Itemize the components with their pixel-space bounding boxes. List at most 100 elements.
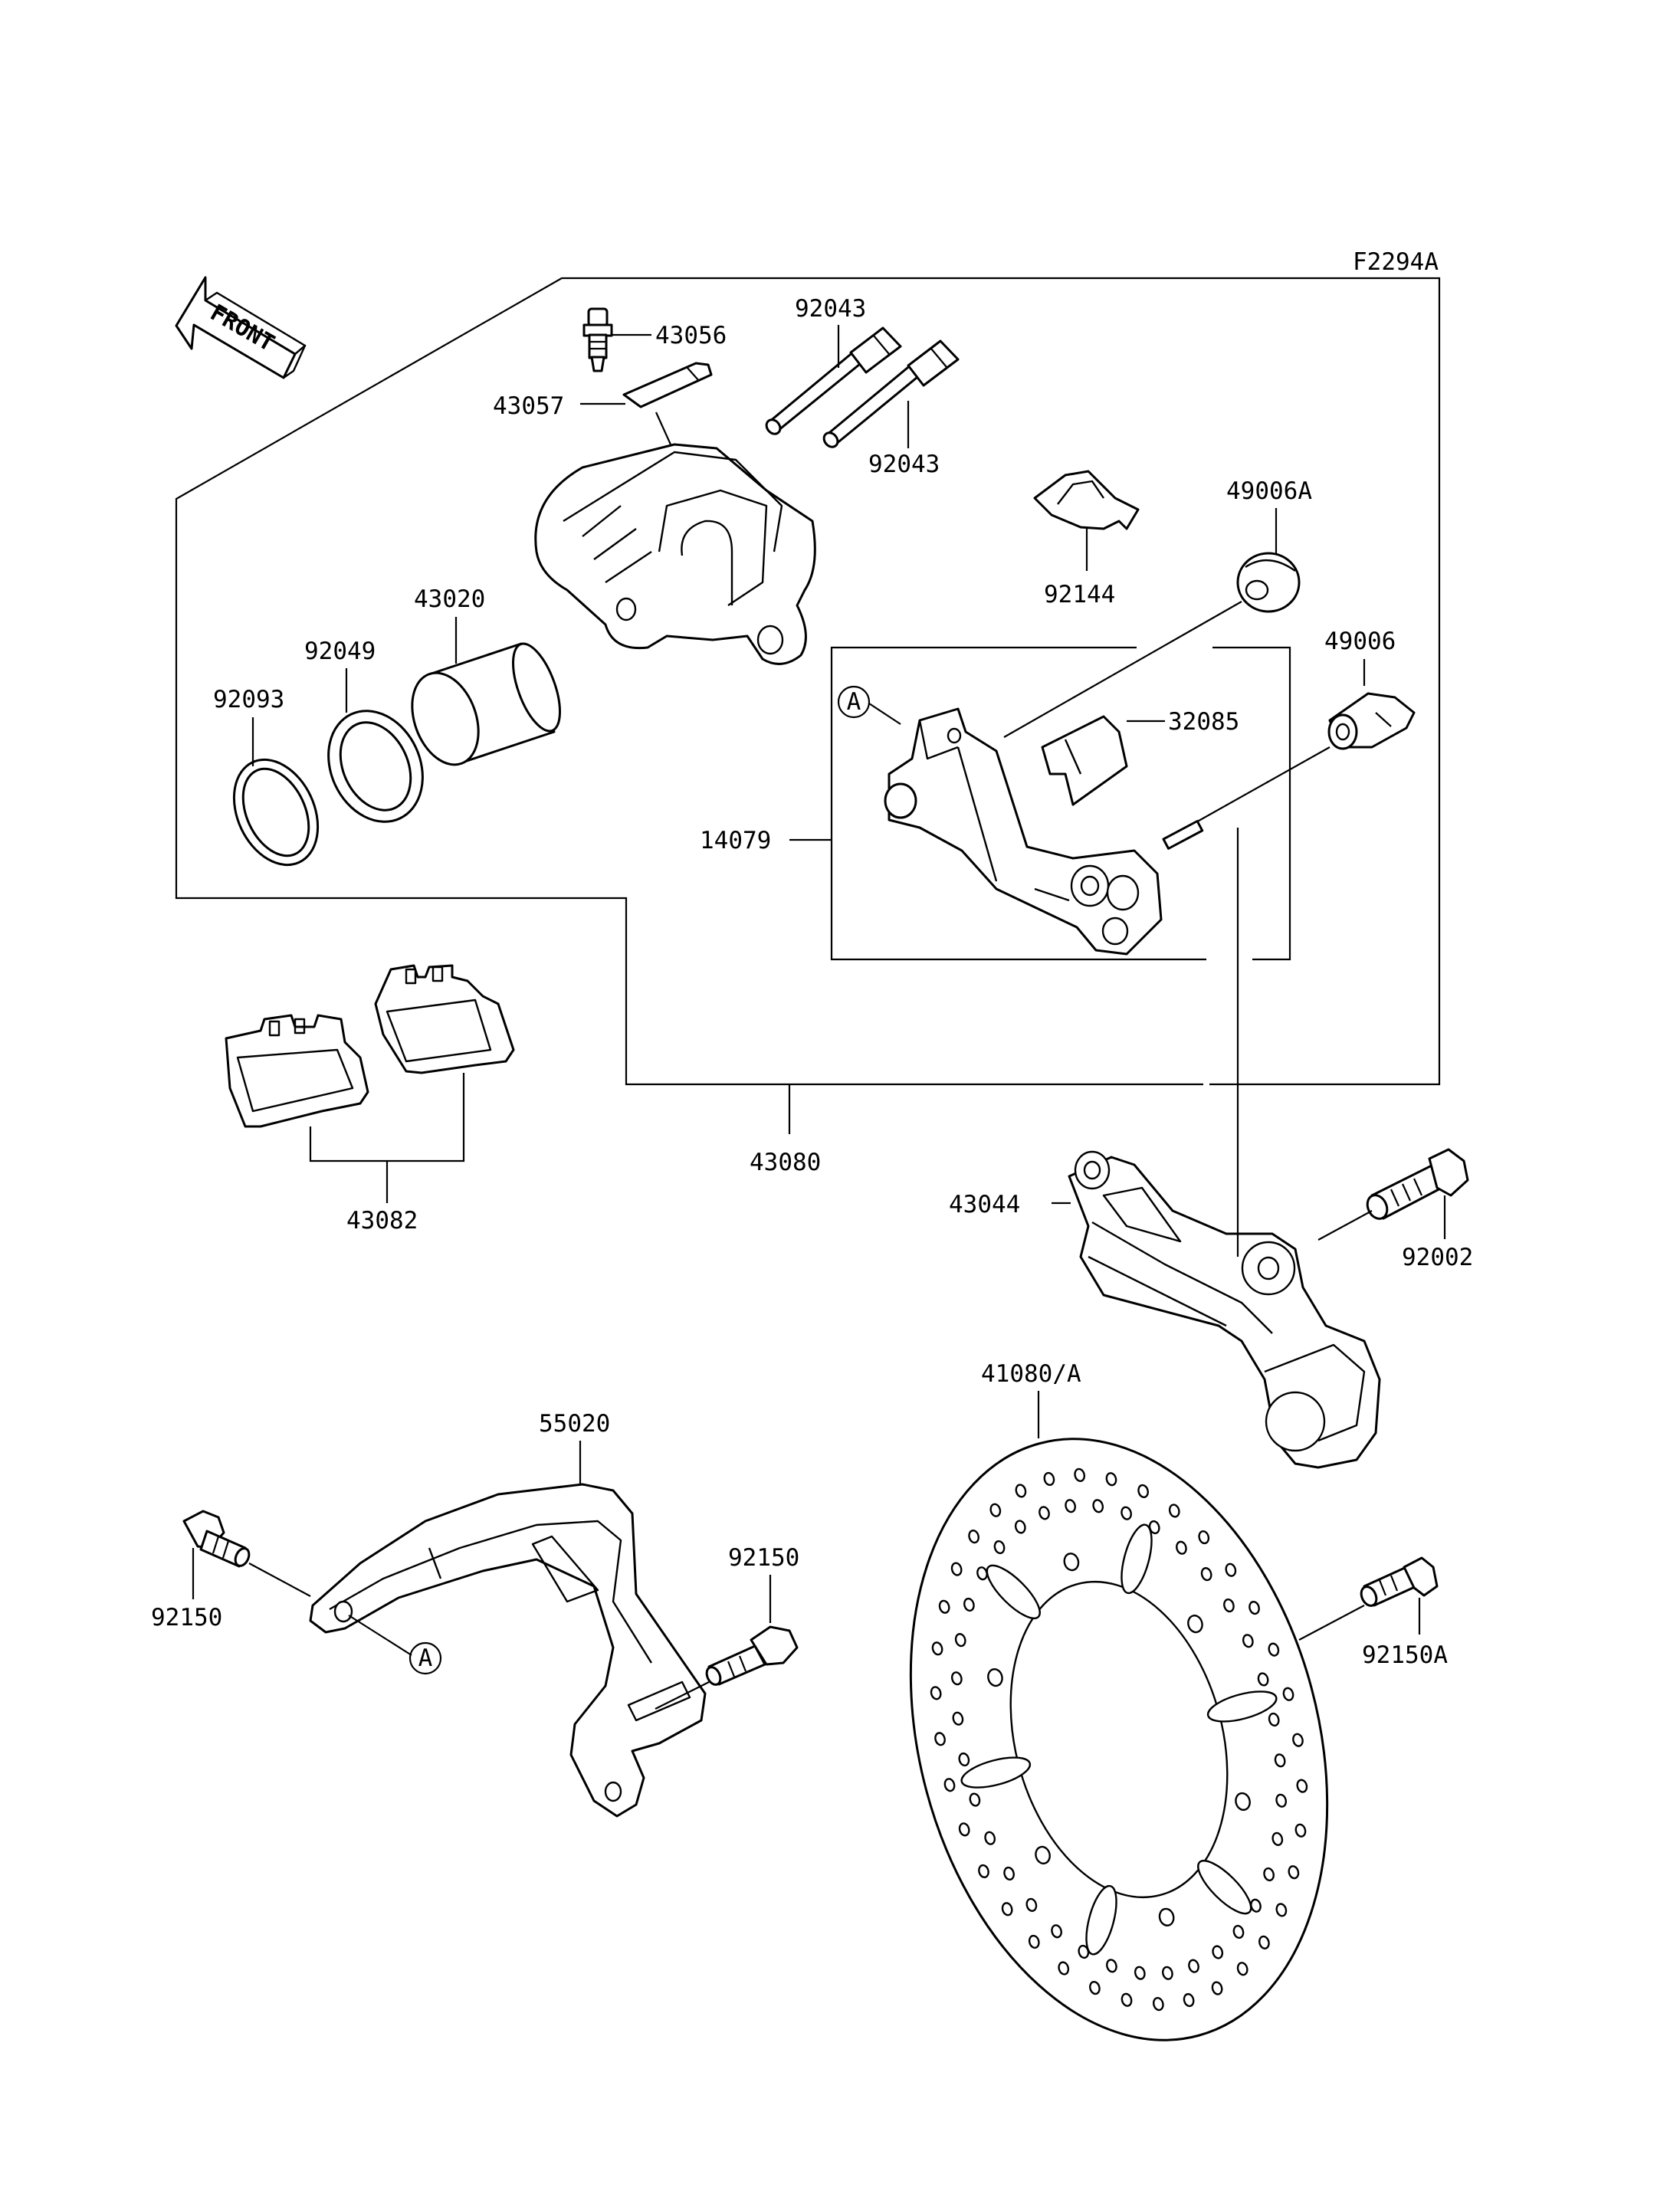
disc-vent-hole — [1168, 1503, 1180, 1518]
bracket-bolt-part — [1366, 1148, 1469, 1220]
disc-vent-hole — [969, 1792, 981, 1807]
disc-lightening-slot — [1121, 1523, 1153, 1595]
disc-vent-hole — [1296, 1779, 1308, 1793]
label-92144: 92144 — [1044, 581, 1115, 608]
disc-vent-hole — [930, 1686, 942, 1700]
caliper-pin-part — [822, 339, 960, 448]
pad-spring-plate-part — [1041, 715, 1128, 806]
disc-vent-hole — [1105, 1472, 1117, 1487]
caliper-holder-part — [884, 707, 1204, 956]
caliper-bracket-part — [1068, 1150, 1381, 1469]
pad-spring-part — [1033, 470, 1140, 530]
disc-vent-hole — [1263, 1867, 1275, 1882]
disc-vent-hole — [1001, 1902, 1013, 1917]
disc-vent-hole — [1282, 1687, 1294, 1701]
bleeder-valve-part — [582, 307, 613, 372]
disc-vent-hole — [1268, 1712, 1280, 1727]
disc-vent-hole — [1275, 1793, 1288, 1808]
disc-vent-hole — [963, 1597, 975, 1612]
disc-vent-hole — [1162, 1966, 1173, 1980]
disc-lightening-slot — [960, 1756, 1032, 1789]
disc-vent-hole — [984, 1831, 996, 1845]
brake-pad-part — [225, 1014, 369, 1128]
disc-vent-hole — [958, 1822, 970, 1837]
disc-vent-hole — [1211, 1981, 1223, 1995]
disc-mount-hole — [1063, 1553, 1080, 1572]
front-arrow-icon: FRONT — [175, 276, 307, 379]
guard-bolt-part — [182, 1510, 251, 1568]
disc-vent-hole — [934, 1732, 946, 1746]
caliper-pin-part — [765, 326, 902, 435]
disc-bolt-part — [1360, 1556, 1439, 1607]
disc-mount-hole — [1035, 1845, 1051, 1864]
disc-vent-hole — [1188, 1959, 1199, 1973]
disc-vent-hole — [950, 1671, 963, 1686]
disc-vent-hole — [1212, 1945, 1224, 1959]
disc-vent-hole — [978, 1864, 989, 1879]
disc-vent-hole — [989, 1503, 1002, 1517]
disc-vent-hole — [1176, 1540, 1187, 1555]
disc-vent-hole — [1028, 1934, 1040, 1949]
disc-vent-hole — [1121, 1506, 1132, 1520]
disc-vent-hole — [1183, 1992, 1195, 2008]
label-43056: 43056 — [655, 322, 727, 349]
piston-part — [411, 642, 561, 766]
piston-seal-part — [327, 710, 424, 823]
label-92049: 92049 — [304, 638, 376, 665]
disc-vent-hole — [1236, 1962, 1249, 1976]
disc-vent-hole — [1106, 1959, 1117, 1973]
disc-lightening-slot — [986, 1564, 1041, 1620]
figure-code: F2294A — [1353, 248, 1439, 276]
label-55020: 55020 — [539, 1410, 610, 1438]
disc-vent-hole — [1015, 1484, 1027, 1498]
disc-vent-hole — [938, 1599, 950, 1614]
disc-vent-hole — [1271, 1831, 1284, 1846]
disc-vent-hole — [954, 1633, 966, 1648]
label-92150-mid: 92150 — [728, 1544, 799, 1572]
disc-vent-hole — [943, 1778, 956, 1792]
disc-vent-hole — [993, 1540, 1006, 1555]
cover-plate-part — [622, 362, 713, 408]
disc-vent-hole — [1294, 1823, 1307, 1838]
boot-part — [1327, 692, 1416, 750]
disc-vent-hole — [1089, 1980, 1101, 1995]
disc-vent-hole — [1043, 1471, 1055, 1487]
disc-vent-hole — [1268, 1642, 1280, 1657]
ref-marker-a-holder: A — [847, 688, 861, 716]
label-92002: 92002 — [1402, 1244, 1473, 1271]
disc-lightening-slot — [1197, 1859, 1252, 1915]
label-43080: 43080 — [750, 1149, 821, 1176]
ref-marker-a-guard: A — [418, 1644, 433, 1672]
label-92043-top: 92043 — [795, 295, 866, 323]
disc-vent-hole — [1258, 1935, 1270, 1949]
disc-vent-hole — [1257, 1672, 1269, 1687]
disc-vent-hole — [1152, 1997, 1164, 2012]
label-92093: 92093 — [213, 686, 284, 713]
disc-mount-hole — [1158, 1907, 1175, 1926]
guard-bolt-part — [705, 1625, 799, 1686]
disc-vent-hole — [1292, 1733, 1304, 1747]
disc-vent-hole — [1134, 1966, 1146, 1980]
disc-vent-hole — [1051, 1924, 1062, 1939]
label-43057: 43057 — [493, 392, 564, 420]
disc-vent-hole — [1025, 1897, 1038, 1912]
disc-vent-hole — [1274, 1753, 1286, 1768]
disc-vent-hole — [1039, 1506, 1050, 1520]
disc-mount-hole — [1235, 1792, 1251, 1812]
disc-lightening-slot — [1206, 1690, 1278, 1723]
disc-vent-hole — [968, 1530, 979, 1544]
disc-vent-hole — [1058, 1961, 1070, 1976]
label-92150-left: 92150 — [151, 1604, 222, 1631]
disc-lightening-slot — [1085, 1884, 1117, 1956]
disc-vent-hole — [1065, 1499, 1076, 1513]
disc-vent-hole — [1232, 1924, 1245, 1940]
label-32085: 32085 — [1168, 708, 1239, 736]
brake-disc-part — [909, 1438, 1329, 2041]
disc-mount-hole — [1187, 1615, 1203, 1634]
disc-vent-hole — [1223, 1598, 1235, 1613]
boot-part — [1236, 552, 1301, 613]
disc-vent-hole — [1225, 1562, 1237, 1577]
disc-vent-hole — [1014, 1520, 1026, 1534]
disc-vent-hole — [952, 1711, 964, 1726]
